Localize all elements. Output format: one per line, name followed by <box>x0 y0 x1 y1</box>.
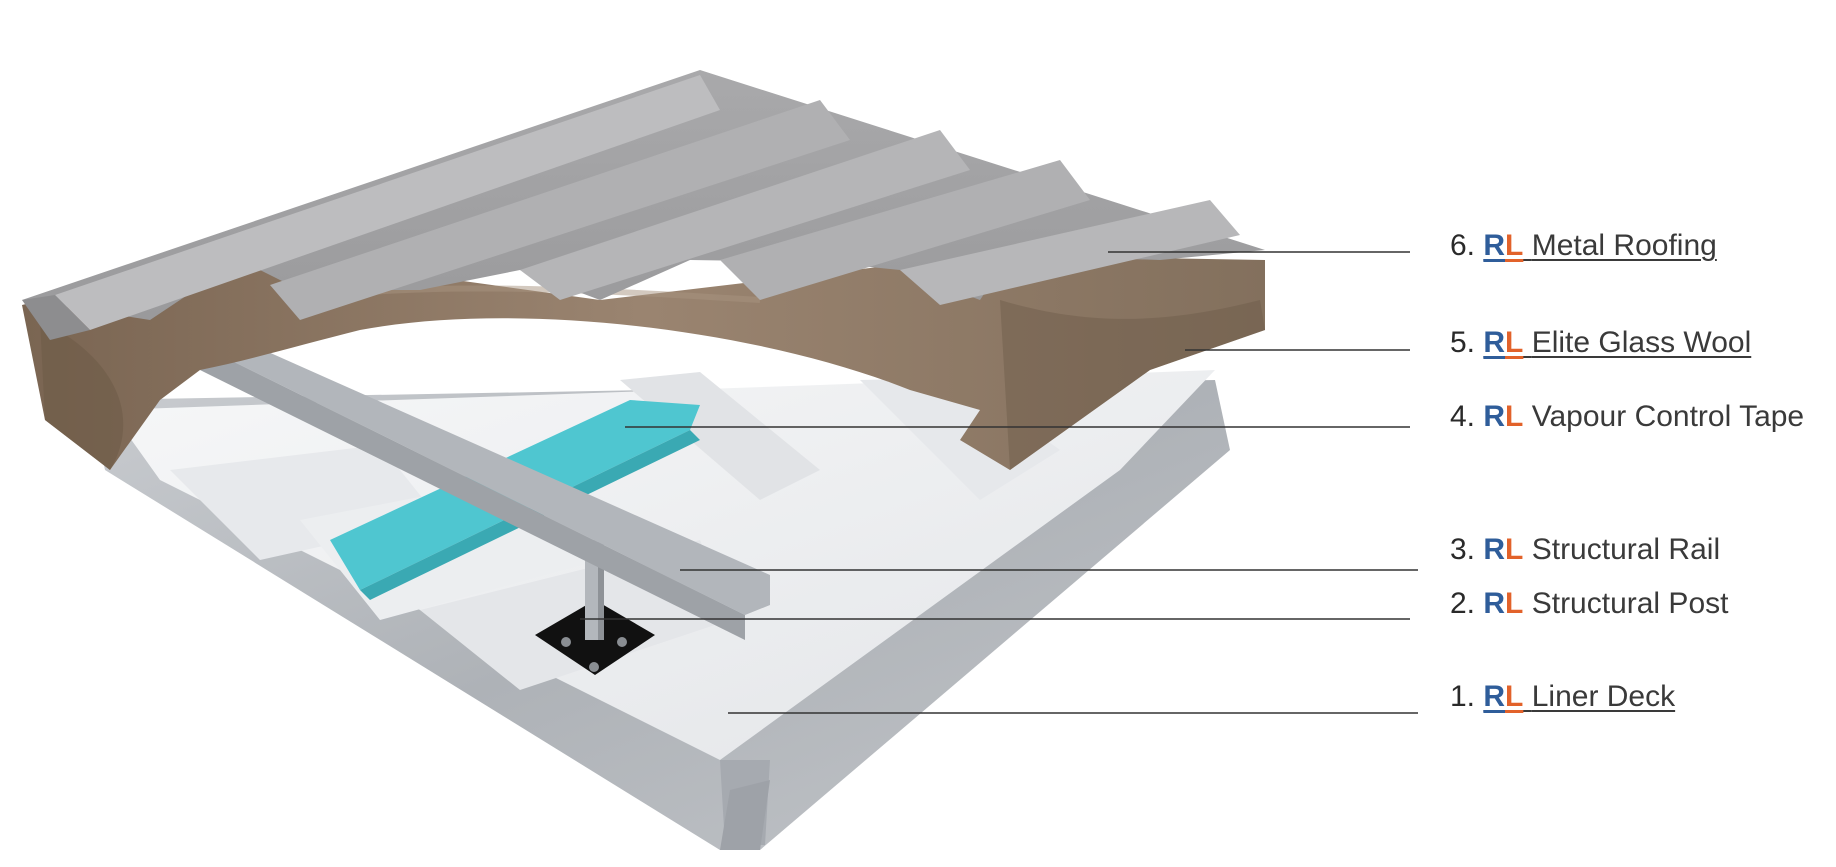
product-name-structural-post: RL Structural Post <box>1483 587 1728 620</box>
label-metal-roofing[interactable]: 6. RL Metal Roofing <box>1450 229 1717 263</box>
product-name-vapour-control-tape: RL Vapour Control Tape <box>1483 400 1804 433</box>
leader-lines <box>580 251 1418 714</box>
label-structural-post: 2. RL Structural Post <box>1450 587 1728 621</box>
label-number: 6. <box>1450 229 1476 262</box>
label-vapour-control-tape: 4. RL Vapour Control Tape <box>1450 400 1804 434</box>
label-number: 4. <box>1450 400 1476 433</box>
brand-mark-r: R <box>1483 680 1506 713</box>
product-name-structural-rail: RL Structural Rail <box>1483 533 1720 566</box>
label-text: Structural Post <box>1531 587 1729 620</box>
brand-mark-r: R <box>1483 587 1506 620</box>
brand-mark-l: L <box>1505 680 1524 713</box>
label-number: 3. <box>1450 533 1476 566</box>
metal-roofing-sheet <box>22 70 1265 340</box>
brand-mark-l: L <box>1505 533 1524 566</box>
product-link-liner-deck[interactable]: RL Liner Deck <box>1483 680 1675 713</box>
label-text: Vapour Control Tape <box>1531 400 1805 433</box>
brand-mark-l: L <box>1505 229 1524 262</box>
label-text: Structural Rail <box>1531 533 1721 566</box>
brand-mark-r: R <box>1483 400 1506 433</box>
product-link-elite-glass-wool[interactable]: RL Elite Glass Wool <box>1483 326 1751 359</box>
brand-mark-l: L <box>1505 326 1524 359</box>
label-structural-rail: 3. RL Structural Rail <box>1450 533 1720 567</box>
label-text: Elite Glass Wool <box>1531 326 1752 359</box>
label-elite-glass-wool[interactable]: 5. RL Elite Glass Wool <box>1450 326 1751 360</box>
label-number: 1. <box>1450 680 1476 713</box>
brand-mark-l: L <box>1505 587 1524 620</box>
brand-mark-r: R <box>1483 229 1506 262</box>
label-liner-deck[interactable]: 1. RL Liner Deck <box>1450 680 1675 714</box>
label-text: Metal Roofing <box>1531 229 1717 262</box>
label-text: Liner Deck <box>1531 680 1676 713</box>
structural-rail <box>200 335 770 640</box>
label-number: 5. <box>1450 326 1476 359</box>
label-number: 2. <box>1450 587 1476 620</box>
brand-mark-r: R <box>1483 326 1506 359</box>
brand-mark-l: L <box>1505 400 1524 433</box>
brand-mark-r: R <box>1483 533 1506 566</box>
product-link-metal-roofing[interactable]: RL Metal Roofing <box>1483 229 1716 262</box>
